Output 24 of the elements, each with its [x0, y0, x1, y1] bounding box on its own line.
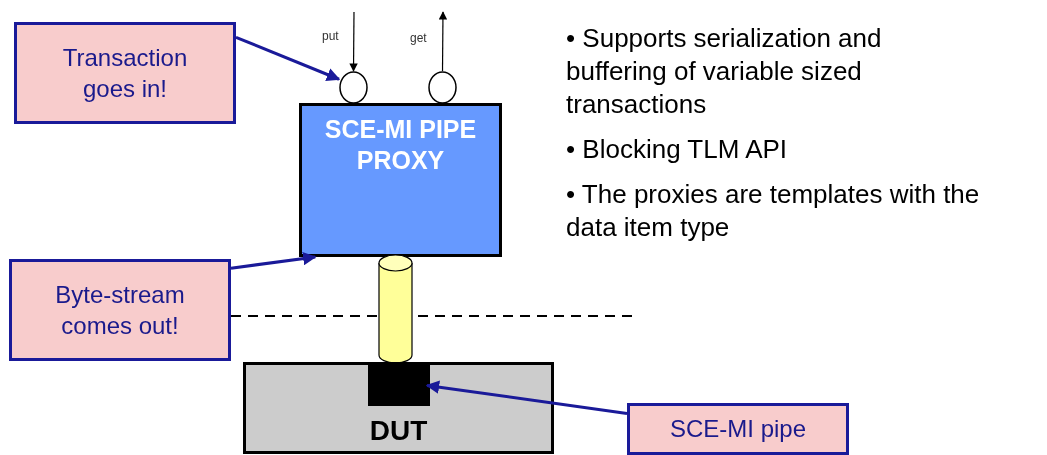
bullet-text: • Blocking TLM API	[566, 133, 789, 166]
edge-label: put	[322, 30, 339, 42]
callout-box	[627, 403, 849, 455]
dut-box	[243, 362, 554, 454]
node-text: SCE-MI pipe	[669, 414, 806, 445]
edge-label: get	[410, 32, 427, 44]
callout-box	[9, 259, 231, 361]
arrow	[425, 380, 628, 415]
callout-box	[14, 22, 236, 124]
arrow	[235, 35, 341, 81]
bullet-text: • Supports serialization and buffering of variable sized transactions	[566, 22, 883, 121]
arrow	[349, 11, 358, 72]
node-text: Transaction goes in!	[61, 42, 189, 104]
port-circle	[339, 71, 368, 104]
proxy-box	[299, 103, 502, 257]
pipe-cylinder	[378, 254, 413, 364]
arrow	[230, 251, 317, 270]
pipe-port	[368, 362, 430, 406]
bullet-text: • The proxies are templates with the data item type	[566, 178, 981, 244]
node-text: SCE-MI PIPE PROXY	[323, 114, 478, 177]
arrow	[438, 11, 448, 72]
node-text: Byte-stream comes out!	[54, 279, 186, 341]
node-text: DUT	[369, 415, 428, 447]
port-circle	[428, 71, 457, 104]
